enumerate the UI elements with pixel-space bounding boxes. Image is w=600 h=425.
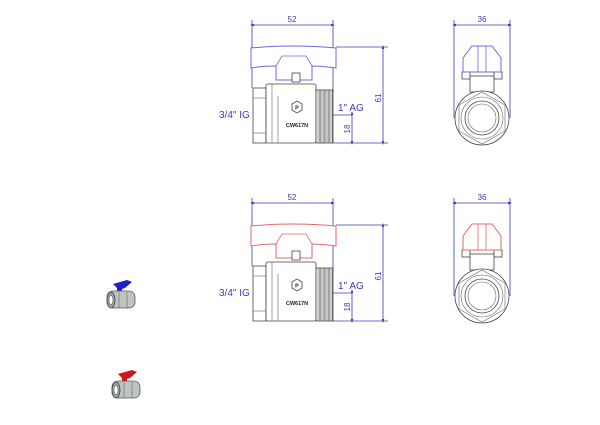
red-valve-product-image <box>111 370 141 399</box>
female-hex-end <box>252 87 267 144</box>
end-width-dimension-label: 36 <box>478 15 487 24</box>
inlet-thread-label: 3/4" IG <box>219 288 250 299</box>
tab-right <box>493 249 503 258</box>
side-view: 52 P CW617N 3/4" IG 1" AG 61 18 <box>219 15 388 145</box>
height-dimension-label: 61 <box>374 271 383 280</box>
material-marking: CW617N <box>286 123 308 129</box>
end-bore <box>464 278 500 314</box>
end-hex <box>458 91 506 145</box>
end-view: 36 <box>452 193 512 324</box>
tab-left <box>461 249 471 258</box>
width-dimension-label: 52 <box>288 193 297 202</box>
outlet-thread-label: 1" AG <box>338 281 364 292</box>
female-hex-end <box>252 265 267 322</box>
valve-body <box>265 261 317 322</box>
handle-outline <box>250 45 337 81</box>
axis-dimension-label: 18 <box>343 124 352 133</box>
handle-detail <box>275 55 313 67</box>
end-width-dimension-label: 36 <box>478 193 487 202</box>
red-handle-valve-drawing: 52 P CW617N 3/4" IG 1" AG 61 18 36 <box>219 193 512 324</box>
stem-nut <box>291 72 301 83</box>
handle-detail <box>275 233 313 245</box>
end-view: 36 <box>452 15 512 146</box>
end-bore <box>464 100 500 136</box>
height-dimension-label: 61 <box>374 93 383 102</box>
blue-handle-valve-drawing: 52 P CW617N 3/4" IG 1" AG 61 18 36 <box>219 15 512 146</box>
inlet-thread-label: 3/4" IG <box>219 110 250 121</box>
width-dimension-label: 52 <box>288 15 297 24</box>
handle-outline <box>250 223 337 259</box>
axis-dimension-label: 18 <box>343 302 352 311</box>
handle-end-outline <box>462 223 502 251</box>
stem-nut <box>291 250 301 261</box>
valve-body <box>265 83 317 144</box>
side-view: 52 P CW617N 3/4" IG 1" AG 61 18 <box>219 193 388 323</box>
blue-valve-product-image <box>106 280 136 309</box>
manufacturer-logo <box>291 100 303 114</box>
material-marking: CW617N <box>286 301 308 307</box>
handle-end-outline <box>462 45 502 73</box>
manufacturer-logo <box>291 278 303 292</box>
outlet-thread-label: 1" AG <box>338 103 364 114</box>
logo-letter: P <box>295 284 299 290</box>
tab-left <box>461 71 471 80</box>
tab-right <box>493 71 503 80</box>
logo-letter: P <box>295 106 299 112</box>
end-hex <box>458 269 506 323</box>
